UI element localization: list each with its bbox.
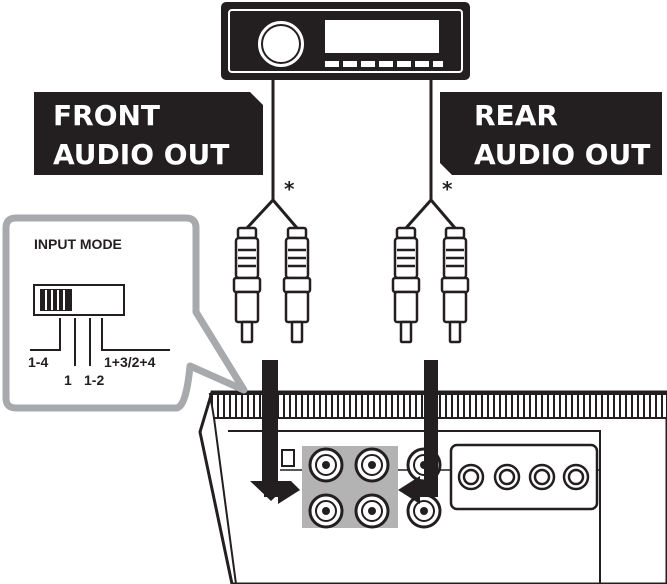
input-mode-title: INPUT MODE [34,236,122,252]
input-mode-option: 1-4 [28,354,48,370]
front-label-line1: FRONT [53,99,160,132]
rear-label-line1: REAR [474,99,558,132]
input-jack [354,447,390,483]
head-unit [221,2,470,80]
rca-plug [391,226,421,344]
input-mode-option: 1+3/2+4 [104,354,156,370]
rear-audio-out-label: REAR AUDIO OUT [440,92,662,175]
head-unit-display [325,20,439,53]
input-mode-switch[interactable] [33,284,125,316]
volume-knob [256,19,306,69]
output-terminal-panel [449,443,599,511]
input-jack [406,493,442,529]
front-label-line2: AUDIO OUT [53,138,229,171]
input-jack [308,493,344,529]
rear-label-line2: AUDIO OUT [474,138,650,171]
front-audio-out-label: FRONT AUDIO OUT [34,92,263,175]
rca-cables [245,80,457,230]
rca-plug [282,226,312,344]
rca-plug [232,226,262,344]
input-mode-callout: INPUT MODE 1-4 1 1-2 1+3/2+4 [2,214,248,412]
input-mode-option: 1 [64,372,72,388]
input-jack [354,493,390,529]
footnote-marker-front: * [284,177,295,201]
input-mode-option: 1-2 [84,372,104,388]
rca-plugs [232,226,470,344]
head-unit-buttons [325,61,443,67]
rca-plug [440,226,470,344]
input-jack [308,447,344,483]
footnote-marker-rear: * [442,177,453,201]
connection-arrows [250,360,438,504]
